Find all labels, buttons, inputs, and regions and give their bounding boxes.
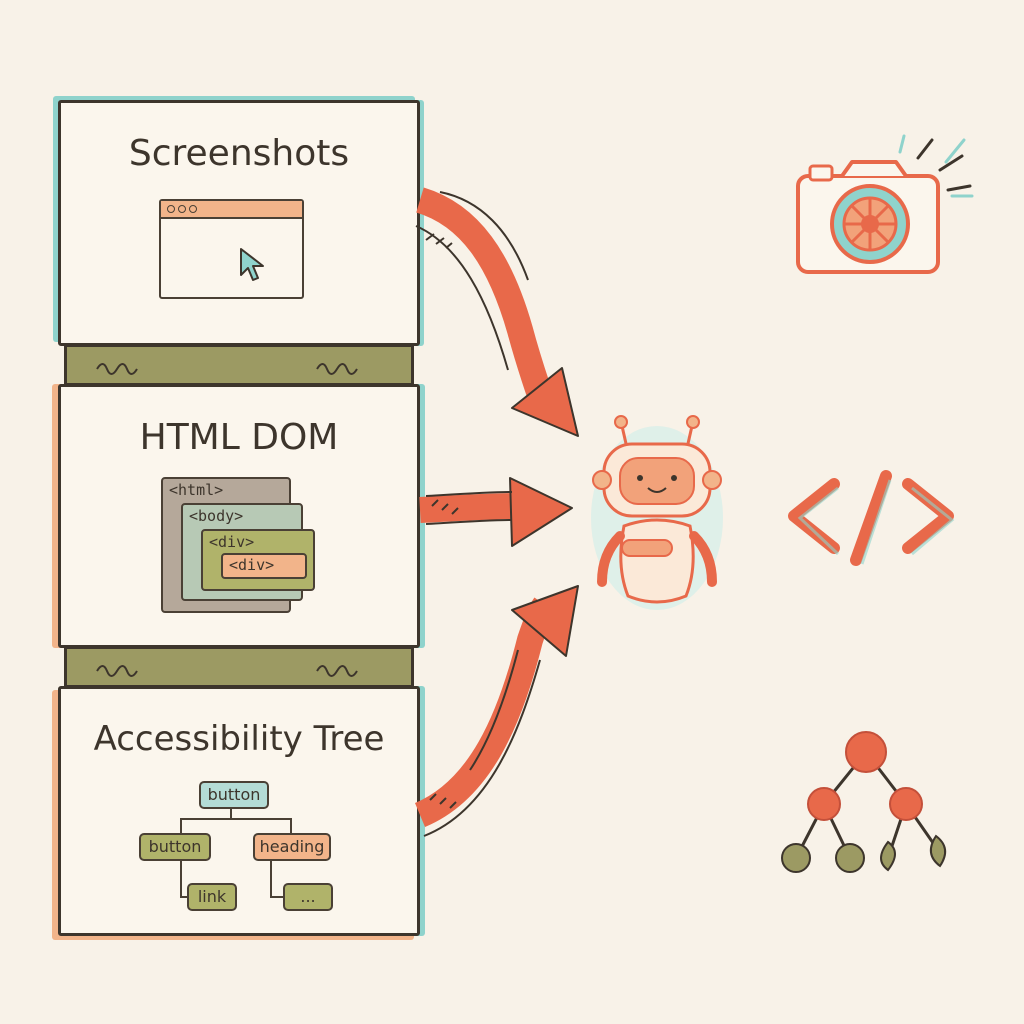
tree-node-root: button bbox=[199, 781, 269, 809]
html-dom-arrow bbox=[419, 493, 521, 523]
tree-graph-icon bbox=[781, 731, 947, 873]
inner-div-tag-block: <div> bbox=[221, 553, 307, 579]
screenshots-arrow bbox=[415, 187, 553, 400]
browser-window-icon bbox=[159, 199, 304, 299]
screenshots-panel: Screenshots bbox=[58, 100, 420, 346]
camera-icon bbox=[796, 134, 974, 274]
tree-node-ellipsis: ... bbox=[283, 883, 333, 911]
accessibility-tree-title: Accessibility Tree bbox=[93, 719, 385, 759]
tree-connectors bbox=[180, 807, 292, 898]
screenshots-title: Screenshots bbox=[128, 133, 350, 174]
robot-icon bbox=[591, 415, 723, 610]
html-dom-title: HTML DOM bbox=[139, 417, 339, 458]
cursor-icon bbox=[240, 248, 264, 281]
tree-node-right: heading bbox=[253, 833, 331, 861]
tree-node-link: link bbox=[187, 883, 237, 911]
accessibility-tree-arrow bbox=[414, 597, 556, 827]
divider-band-2 bbox=[64, 646, 414, 688]
accessibility-tree-panel: Accessibility Tree button button heading… bbox=[58, 686, 420, 936]
tree-node-left: button bbox=[139, 833, 211, 861]
html-dom-panel: HTML DOM <html> <body> <div> <div> bbox=[58, 384, 420, 648]
code-brackets-icon bbox=[788, 470, 955, 566]
